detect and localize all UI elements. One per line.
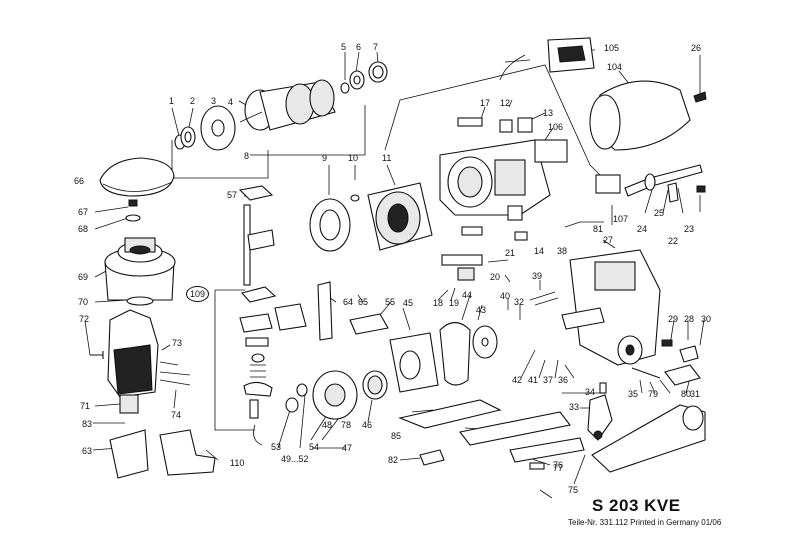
label-32: 32 — [514, 297, 525, 307]
label-80: 80 — [681, 389, 692, 399]
label-73: 73 — [172, 338, 183, 348]
label-85: 85 — [391, 431, 402, 441]
label-36: 36 — [558, 375, 569, 385]
label-24: 24 — [637, 224, 648, 234]
label-35: 35 — [628, 389, 639, 399]
label-107: 107 — [613, 214, 629, 224]
label-39: 39 — [532, 271, 543, 281]
label-9: 9 — [322, 153, 328, 163]
switch-and-cover — [499, 37, 707, 151]
label-37: 37 — [543, 375, 554, 385]
label-14: 14 — [534, 246, 545, 256]
label-83: 83 — [82, 419, 93, 429]
model-title: S 203 KVE — [592, 496, 681, 515]
label-22: 22 — [668, 236, 679, 246]
label-46: 46 — [362, 420, 373, 430]
cap-66 — [99, 157, 175, 197]
label-13: 13 — [543, 108, 554, 118]
label-38: 38 — [557, 246, 568, 256]
label-44: 44 — [462, 290, 473, 300]
label-76: 76 — [553, 460, 564, 470]
label-21: 21 — [505, 248, 516, 258]
label-78: 78 — [341, 420, 352, 430]
label-66: 66 — [74, 176, 85, 186]
label-19: 19 — [449, 298, 460, 308]
label-5: 5 — [341, 42, 347, 52]
housing-left-71 — [90, 309, 216, 479]
label-105: 105 — [604, 43, 620, 53]
label-31: 31 — [690, 389, 701, 399]
label-8: 8 — [244, 151, 250, 161]
soleplate — [398, 399, 706, 473]
gear-housing — [439, 139, 551, 216]
label-27: 27 — [603, 235, 614, 245]
label-64: 64 — [343, 297, 354, 307]
label-2: 2 — [190, 96, 196, 106]
label-81: 81 — [593, 224, 604, 234]
label-77: 77 — [553, 463, 564, 473]
label-7: 7 — [373, 42, 379, 52]
label-55: 55 — [385, 297, 396, 307]
plunger-column — [238, 185, 307, 446]
label-65: 65 — [358, 297, 369, 307]
label-79: 79 — [648, 389, 659, 399]
top-cover-69 — [104, 199, 176, 306]
label-33: 33 — [569, 402, 580, 412]
label-1: 1 — [169, 96, 175, 106]
armature-assembly — [174, 61, 388, 151]
brush-parts — [441, 117, 568, 281]
stator-assembly — [309, 182, 433, 252]
label-47: 47 — [342, 443, 353, 453]
label-28: 28 — [684, 314, 695, 324]
label-11: 11 — [382, 153, 392, 163]
label-68: 68 — [78, 224, 89, 234]
label-67: 67 — [78, 207, 89, 217]
label-57: 57 — [227, 190, 238, 200]
label-48: 48 — [322, 420, 333, 430]
label-63: 63 — [82, 446, 93, 456]
label-45: 45 — [403, 298, 414, 308]
label-34: 34 — [585, 387, 596, 397]
label-74: 74 — [171, 410, 182, 420]
drive-gear — [285, 370, 358, 420]
label-106: 106 — [548, 122, 564, 132]
label-29: 29 — [668, 314, 679, 324]
label-72: 72 — [79, 314, 90, 324]
guide-parts — [317, 281, 498, 400]
label-6: 6 — [356, 42, 362, 52]
label-30: 30 — [701, 314, 712, 324]
part-number-line: Teile-Nr. 331.112 Printed in Germany 01/… — [568, 518, 722, 527]
label-54: 54 — [309, 442, 320, 452]
label-18: 18 — [433, 298, 444, 308]
label-82: 82 — [388, 455, 399, 465]
label-49: 49...52 — [281, 454, 309, 464]
label-75: 75 — [568, 485, 579, 495]
cable-assembly — [595, 164, 706, 203]
label-4: 4 — [228, 97, 234, 107]
label-12: 12 — [500, 98, 511, 108]
label-41: 41 — [528, 375, 539, 385]
right-small-parts — [587, 339, 701, 441]
main-housing-81 — [529, 249, 661, 366]
label-53: 53 — [271, 442, 282, 452]
label-17: 17 — [480, 98, 491, 108]
label-3: 3 — [211, 96, 217, 106]
label-69: 69 — [78, 272, 89, 282]
label-104: 104 — [607, 62, 623, 72]
label-43: 43 — [476, 305, 487, 315]
label-71: 71 — [80, 401, 91, 411]
label-109: 109 — [186, 286, 210, 302]
label-25: 25 — [654, 208, 665, 218]
label-42: 42 — [512, 375, 523, 385]
label-40: 40 — [500, 291, 511, 301]
label-110: 110 — [230, 458, 245, 468]
label-23: 23 — [684, 224, 695, 234]
label-26: 26 — [691, 43, 702, 53]
label-20: 20 — [490, 272, 501, 282]
label-70: 70 — [78, 297, 89, 307]
label-10: 10 — [348, 153, 359, 163]
